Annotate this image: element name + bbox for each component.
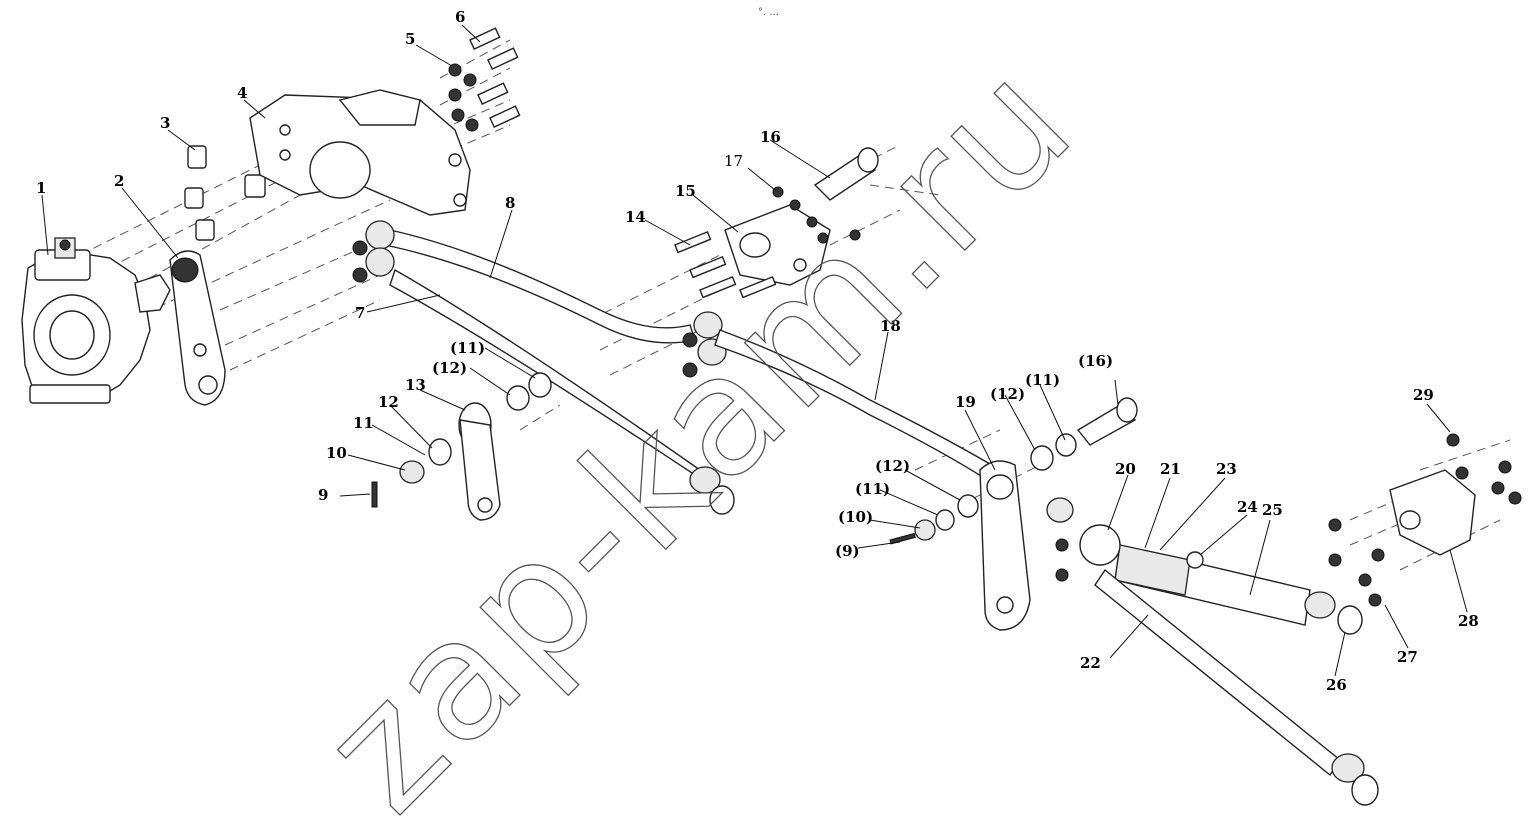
callout-paren-16: (16): [1078, 352, 1113, 370]
nuts-29: [1446, 433, 1522, 505]
callout-19: 19: [955, 393, 976, 411]
center-bracket-15: [724, 204, 831, 286]
callout-7: 7: [355, 304, 365, 322]
callout-paren-12-mid: (12): [875, 457, 910, 475]
nuts-and-bolts-5-6: [448, 27, 521, 132]
idler-arm-13: [458, 402, 501, 521]
drag-link-8: [352, 220, 696, 344]
callout-24: 24: [1237, 498, 1258, 516]
power-cylinder: [1055, 524, 1311, 626]
callout-12: 12: [378, 393, 399, 411]
callout-28: 28: [1458, 612, 1479, 630]
callout-paren-11-left: (11): [450, 339, 485, 357]
callout-17: 17: [724, 152, 743, 170]
idler-arm-19: [979, 460, 1074, 631]
sleeve-16: [813, 147, 879, 201]
washers-bushings-right: [889, 433, 1077, 545]
callout-14: 14: [625, 208, 646, 226]
callout-20: 20: [1115, 460, 1136, 478]
callout-11: 11: [353, 414, 374, 432]
callout-16: 16: [760, 128, 781, 146]
bolts-3: [184, 145, 266, 241]
drag-link-7: [352, 247, 735, 515]
callout-21: 21: [1160, 460, 1181, 478]
callout-2: 2: [114, 172, 124, 190]
callout-23: 23: [1216, 460, 1237, 478]
callout-13: 13: [405, 376, 426, 394]
top-mark: °. ...: [758, 7, 779, 18]
callout-paren-11-mid: (11): [855, 480, 890, 498]
callout-4: 4: [237, 84, 247, 102]
leader-lines: [41, 24, 1468, 677]
callout-8: 8: [505, 194, 515, 212]
callout-29: 29: [1413, 386, 1434, 404]
nuts-17: [772, 186, 861, 244]
callout-paren-11-right: (11): [1025, 371, 1060, 389]
callout-paren-12-left: (12): [432, 359, 467, 377]
bracket: [249, 89, 471, 216]
sleeve-16-right: [1076, 397, 1138, 446]
callout-15: 15: [675, 182, 696, 200]
callout-paren-12-right: (12): [990, 385, 1025, 403]
callout-22: 22: [1080, 654, 1101, 672]
callout-paren-9: (9): [835, 542, 860, 560]
callout-labels: 1 2 3 4 5 6 7 8 9 10 11 12 13 14 15 16 1…: [36, 8, 1479, 694]
center-joints: [682, 311, 727, 378]
track-rod-22: [1094, 568, 1379, 806]
pitman-arm: [169, 250, 226, 406]
bracket-28: [1389, 469, 1476, 556]
bolts-27: [1328, 518, 1385, 607]
washers-bushings-left: [371, 372, 552, 508]
callout-26: 26: [1326, 676, 1347, 694]
callout-10: 10: [326, 444, 347, 462]
callout-18: 18: [880, 317, 901, 335]
callout-1: 1: [36, 179, 46, 197]
callout-3: 3: [160, 114, 170, 132]
steering-gear-box: [21, 237, 171, 404]
callout-5: 5: [405, 30, 415, 48]
callout-27: 27: [1397, 648, 1418, 666]
ball-joint-26: [1304, 591, 1363, 635]
callout-9: 9: [318, 486, 328, 504]
bolts-14: [674, 230, 777, 299]
callout-25: 25: [1262, 501, 1283, 519]
callout-paren-10: (10): [838, 508, 873, 526]
callout-6: 6: [455, 8, 465, 26]
